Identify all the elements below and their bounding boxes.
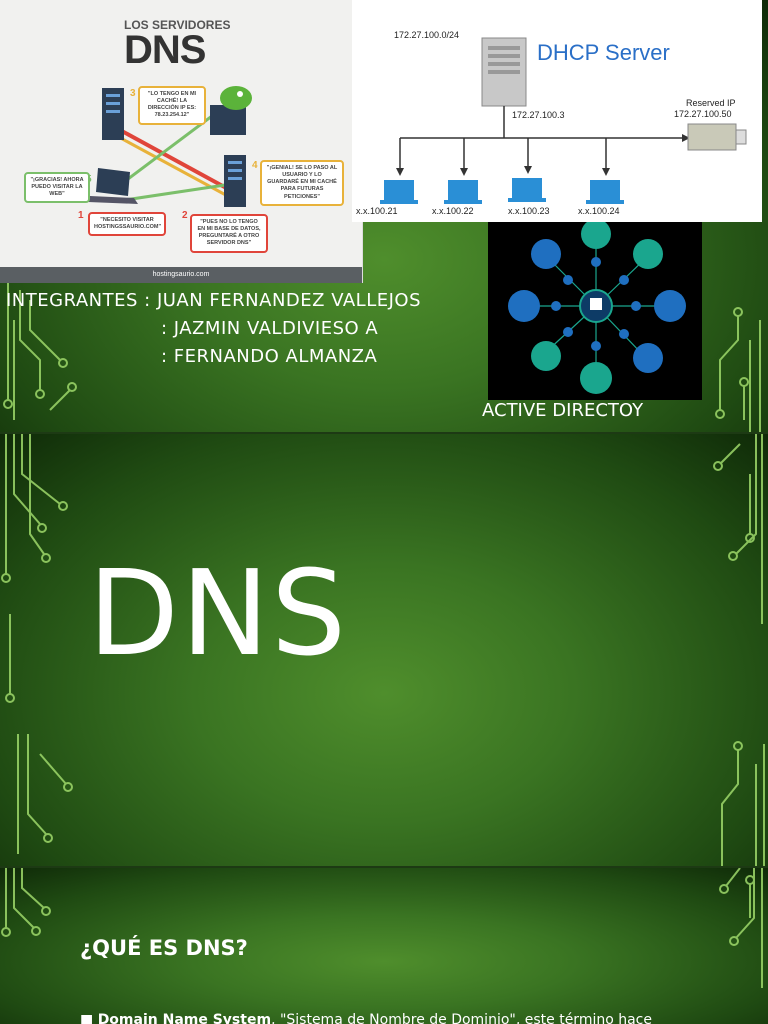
database-node-icon bbox=[580, 362, 612, 394]
dhcp-network-graphics bbox=[380, 37, 747, 204]
client-ip-4: x.x.100.24 bbox=[578, 206, 620, 216]
infographic-graphics bbox=[88, 86, 252, 207]
bubble-step-5: "¡GRACIAS! AHORA PUEDO VISITAR LA WEB" bbox=[24, 172, 90, 204]
client-computer-icon-3 bbox=[508, 178, 546, 202]
windows-node-icon bbox=[508, 290, 540, 322]
infographic-footer: hostingsaurio.com bbox=[0, 267, 362, 283]
slide-1: LOS SERVIDORES DNS bbox=[0, 0, 768, 432]
server-ip-label: 172.27.100.3 bbox=[512, 110, 565, 120]
exchange-node-icon bbox=[633, 343, 663, 373]
client-computer-icon-4 bbox=[586, 180, 624, 204]
bubble-step-1: "NECESITO VISITAR HOSTINGSSAURIO.COM" bbox=[88, 212, 166, 237]
active-directory-caption: ACTIVE DIRECTOY bbox=[482, 400, 644, 421]
bubble-step-2: "PUES NO LO TENGO EN MI BASE DE DATOS, P… bbox=[190, 214, 268, 253]
dinosaur-mascot-icon bbox=[210, 86, 252, 135]
client-ip-2: x.x.100.22 bbox=[432, 206, 474, 216]
infographic-subtitle: LOS SERVIDORES bbox=[124, 18, 231, 32]
definition-term: Domain Name System bbox=[97, 1012, 272, 1024]
circuit-decoration-left bbox=[1, 434, 73, 854]
client-computer-icon-2 bbox=[444, 180, 482, 204]
laptop-icon bbox=[88, 168, 138, 204]
step-number-2: 2 bbox=[182, 210, 188, 221]
circuit-decoration-left bbox=[1, 868, 51, 937]
circuit-decoration-right bbox=[715, 307, 761, 432]
app-node-icon bbox=[633, 239, 663, 269]
section-heading: ¿QUÉ ES DNS? bbox=[80, 936, 248, 960]
client-ip-1: x.x.100.21 bbox=[356, 206, 398, 216]
slide-3: ¿QUÉ ES DNS? ■ Domain Name System, "Sist… bbox=[0, 868, 768, 1024]
dns-server-icon-bottom bbox=[224, 155, 246, 207]
dhcp-server-icon bbox=[481, 37, 527, 107]
client-ip-3: x.x.100.23 bbox=[508, 206, 550, 216]
members-line-1: INTEGRANTES : JUAN FERNANDEZ VALLEJOS bbox=[6, 290, 422, 311]
members-line-3: : FERNANDO ALMANZA bbox=[161, 346, 378, 367]
slide-2: DNS bbox=[0, 434, 768, 866]
step-number-1: 1 bbox=[78, 210, 84, 221]
step-number-4: 4 bbox=[252, 160, 258, 171]
dns-server-icon-top bbox=[102, 88, 124, 140]
step-number-3: 3 bbox=[130, 88, 136, 99]
bullet-marker: ■ bbox=[80, 1012, 98, 1024]
firewall-node-icon bbox=[654, 290, 686, 322]
infographic-title: DNS bbox=[124, 28, 206, 72]
bubble-step-4: "¡GENIAL! SE LO PASO AL USUARIO Y LO GUA… bbox=[260, 160, 344, 206]
dns-infographic: LOS SERVIDORES DNS bbox=[0, 0, 363, 283]
slide-title: DNS bbox=[88, 544, 349, 682]
dhcp-diagram: 172.27.100.0/24 DHCP Server 172.27.100.3… bbox=[352, 0, 762, 222]
printer-icon bbox=[687, 123, 747, 151]
computer-node-icon bbox=[531, 239, 561, 269]
definition-bullet: ■ Domain Name System, "Sistema de Nombre… bbox=[80, 1012, 652, 1024]
circuit-decoration-right bbox=[719, 868, 763, 988]
client-computer-icon-1 bbox=[380, 180, 418, 204]
active-directory-graphics bbox=[508, 219, 686, 394]
network-label: 172.27.100.0/24 bbox=[394, 30, 460, 40]
reserved-label: Reserved IP bbox=[686, 98, 736, 108]
circuit-decoration-left bbox=[3, 280, 77, 420]
circuit-decoration-right bbox=[713, 434, 765, 866]
definition-text: , "Sistema de Nombre de Dominio", este t… bbox=[271, 1012, 652, 1024]
list-node-icon bbox=[531, 341, 561, 371]
active-directory-diagram bbox=[488, 219, 702, 400]
members-line-2: : JAZMIN VALDIVIESO A bbox=[161, 318, 379, 339]
reserved-ip-label: 172.27.100.50 bbox=[674, 109, 732, 119]
bubble-step-3: "LO TENGO EN MI CACHÉ! LA DIRECCIÓN IP E… bbox=[138, 86, 206, 125]
dhcp-title: DHCP Server bbox=[537, 40, 670, 65]
printer-node-icon bbox=[581, 219, 611, 249]
